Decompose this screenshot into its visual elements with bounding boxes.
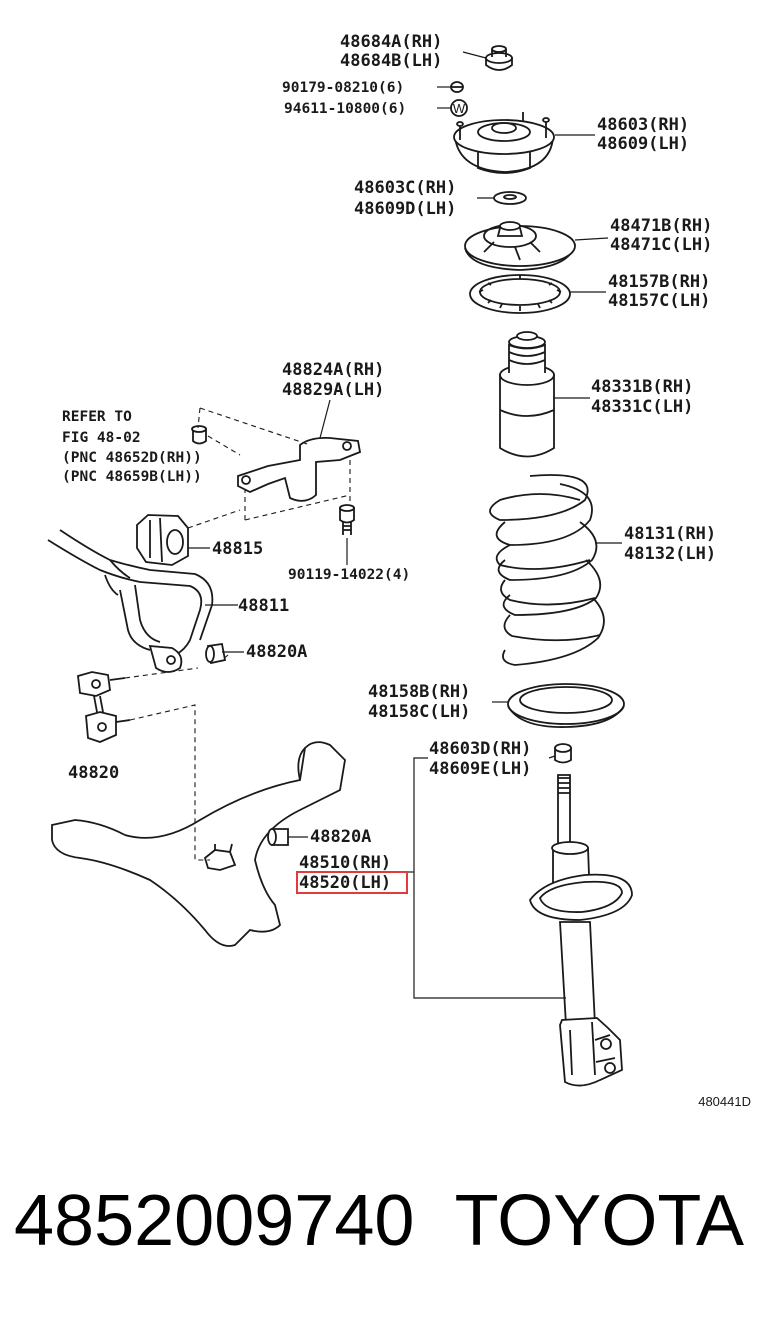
label-48684b: 48684B(LH): [340, 51, 442, 71]
label-48157c: 48157C(LH): [608, 291, 710, 311]
washer-part: W: [450, 99, 468, 117]
refer-bolt-part: [191, 425, 207, 445]
footer: 4852009740 TOYOTA: [0, 1185, 760, 1295]
label-94611: 94611-10800(6): [284, 101, 406, 117]
label-48471c: 48471C(LH): [610, 235, 712, 255]
stabilizer-bracket-part: [237, 436, 362, 502]
bump-stopper-part: [499, 331, 555, 458]
highlight-box: [296, 871, 408, 894]
label-48157b: 48157B(RH): [608, 272, 710, 292]
brand-name: TOYOTA: [454, 1181, 744, 1261]
label-48510: 48510(RH): [299, 853, 391, 873]
label-48131: 48131(RH): [624, 524, 716, 544]
label-48331b: 48331B(RH): [591, 377, 693, 397]
label-48609e: 48609E(LH): [429, 759, 531, 779]
spring-upper-seat-part: [464, 221, 576, 271]
arm-bushing-part: [267, 828, 289, 846]
label-48811: 48811: [238, 596, 289, 616]
coil-spring-part: [489, 474, 605, 666]
label-48603c: 48603C(RH): [354, 178, 456, 198]
refer-line-2: FIG 48-02: [62, 430, 141, 446]
label-48603d: 48603D(RH): [429, 739, 531, 759]
spring-insulator-part: [469, 274, 571, 314]
bearing-part: [493, 191, 527, 205]
stabilizer-bar-part: [47, 529, 214, 673]
stabilizer-bushing-part: [136, 514, 189, 566]
label-48331c: 48331C(LH): [591, 397, 693, 417]
strut-nut-part: [554, 743, 572, 764]
leader-lines: [188, 51, 622, 999]
label-48603: 48603(RH): [597, 115, 689, 135]
part-number: 4852009740: [14, 1181, 415, 1261]
nut-part: [450, 81, 464, 93]
strut-support-part: [453, 112, 555, 174]
label-48820a-upper: 48820A: [246, 642, 307, 662]
label-48820a-lower: 48820A: [310, 827, 371, 847]
stabilizer-link-part: [77, 671, 131, 743]
label-48824a: 48824A(RH): [282, 360, 384, 380]
label-90179: 90179-08210(6): [282, 80, 404, 96]
spring-lower-insulator-part: [507, 683, 625, 728]
refer-line-3: (PNC 48652D(RH)): [62, 450, 202, 466]
label-48158b: 48158B(RH): [368, 682, 470, 702]
shock-absorber-part: [529, 774, 633, 1087]
label-48471b: 48471B(RH): [610, 216, 712, 236]
label-48520: 48520(LH): [299, 873, 391, 893]
lower-arm-part: [51, 741, 346, 947]
bracket-bolt-part: [339, 504, 355, 535]
label-48609d: 48609D(LH): [354, 199, 456, 219]
refer-line-1: REFER TO: [62, 409, 132, 425]
washer-mark: W: [453, 101, 466, 116]
diagram-code: 480441D: [698, 1094, 751, 1109]
label-48132: 48132(LH): [624, 544, 716, 564]
label-48829a: 48829A(LH): [282, 380, 384, 400]
dashed-guides: [124, 407, 351, 861]
label-48815: 48815: [212, 539, 263, 559]
label-90119: 90119-14022(4): [288, 567, 410, 583]
link-bushing-part: [205, 642, 227, 665]
label-48820: 48820: [68, 763, 119, 783]
label-48609: 48609(LH): [597, 134, 689, 154]
label-48158c: 48158C(LH): [368, 702, 470, 722]
refer-line-4: (PNC 48659B(LH)): [62, 469, 202, 485]
mount-cap-part: [485, 45, 513, 71]
part-labels: 48684A(RH) 48684B(LH) 90179-08210(6) 946…: [62, 32, 751, 1109]
label-48684a: 48684A(RH): [340, 32, 442, 52]
